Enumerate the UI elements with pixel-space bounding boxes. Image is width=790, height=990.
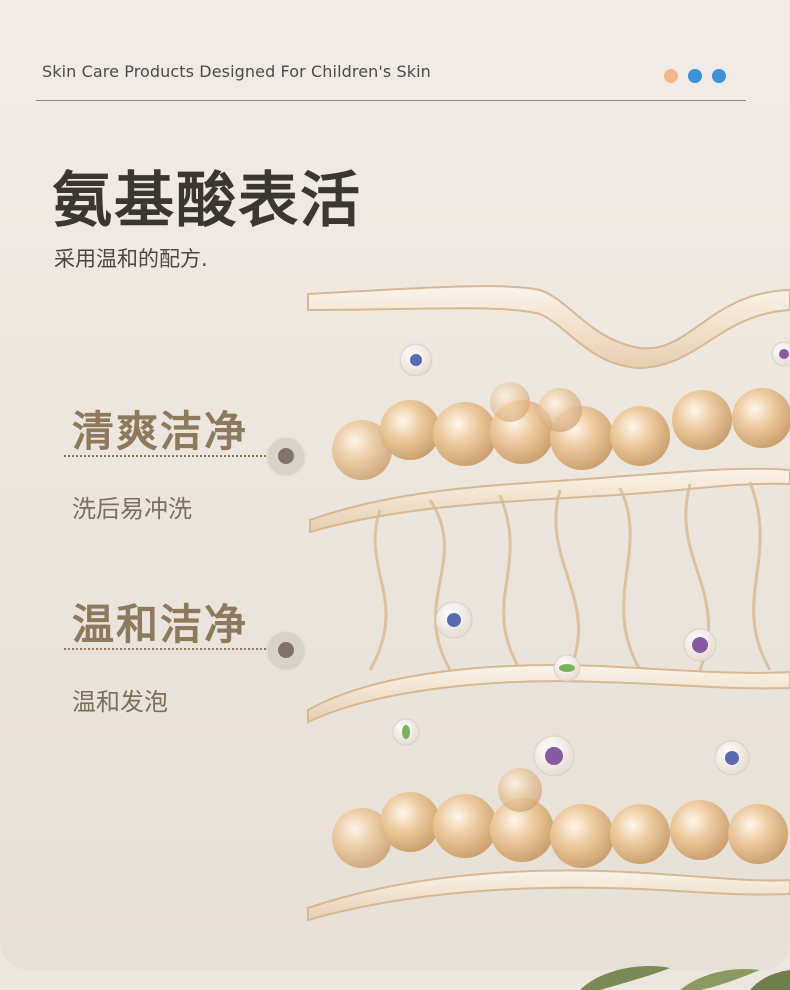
dot-1 xyxy=(664,69,678,83)
feature-subtitle: 温和发泡 xyxy=(72,688,168,716)
particle-bubbles xyxy=(392,341,790,777)
bottom-skin-layer xyxy=(307,869,790,922)
feature-divider xyxy=(64,648,274,650)
content-card: Skin Care Products Designed For Children… xyxy=(0,0,790,970)
hero-subtitle: 采用温和的配方. xyxy=(54,247,208,271)
top-skin-layer xyxy=(307,285,790,370)
feature-title: 温和洁净 xyxy=(72,600,249,649)
feature-marker-icon xyxy=(268,438,304,474)
hero-title: 氨基酸表活 xyxy=(52,166,362,236)
header-divider xyxy=(36,100,746,101)
bead-row-bottom xyxy=(332,768,788,868)
skin-layers-illustration xyxy=(307,285,790,922)
pagination-dots xyxy=(664,69,726,83)
dot-3 xyxy=(712,69,726,83)
brand-tagline: Skin Care Products Designed For Children… xyxy=(42,62,431,81)
feature-marker-icon xyxy=(268,632,304,668)
leaf-decoration xyxy=(580,966,790,990)
feature-divider xyxy=(64,455,274,457)
feature-gentle: 温和洁净 温和发泡 xyxy=(64,591,304,717)
lower-skin-layer xyxy=(307,664,790,724)
feature-title: 清爽洁净 xyxy=(72,407,249,456)
feature-subtitle: 洗后易冲洗 xyxy=(72,495,192,523)
dot-2 xyxy=(688,69,702,83)
feature-refreshing: 清爽洁净 洗后易冲洗 xyxy=(64,398,304,524)
collagen-fibers xyxy=(368,481,772,671)
middle-skin-layer xyxy=(309,467,790,534)
bead-row-top xyxy=(332,382,790,480)
